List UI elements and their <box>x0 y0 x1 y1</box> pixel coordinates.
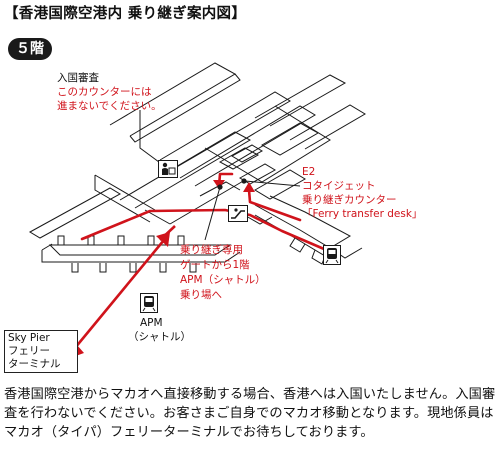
arrow-head-apm <box>156 232 170 247</box>
sky-pier-name: Sky Pier <box>8 332 50 344</box>
immigration-warning-line2: 進まないでください。 <box>57 100 162 112</box>
apm-directions-line1: 乗り継ぎ専用 <box>180 244 243 256</box>
immigration-officer-icon <box>158 160 178 178</box>
apm-directions-line4: 乗り場へ <box>180 289 222 301</box>
e2-counter-marker <box>241 178 247 184</box>
arrow-head-e2 <box>243 182 255 192</box>
terminal-map <box>28 62 366 358</box>
e2-label: E2 <box>302 166 316 178</box>
floor-badge: ５階 <box>8 38 52 60</box>
apm-directions-line3: APM（シャトル） <box>180 274 266 286</box>
route-from-apm <box>159 225 176 241</box>
apm-directions-line2: ゲートから1階 <box>180 259 250 271</box>
train-icon <box>323 245 341 265</box>
sky-pier-box: Sky Pier フェリー ターミナル <box>4 330 78 373</box>
sky-pier-terminal: ターミナル <box>8 358 61 370</box>
immigration-warning-line1: このカウンターには <box>57 86 152 98</box>
route-left-pier <box>80 208 326 251</box>
escalator-icon <box>228 205 248 222</box>
immigration-label: 入国審査 <box>57 72 99 84</box>
route-to-sky-pier <box>68 238 166 356</box>
arrow-head-turn <box>213 180 225 189</box>
apm-gate-marker <box>217 184 223 190</box>
e2-cotai-jet: コタイジェット <box>302 180 376 192</box>
sky-pier-ferry: フェリー <box>8 345 50 357</box>
e2-ferry-transfer-desk: 「Ferry transfer desk」 <box>302 208 423 220</box>
map-title: 【香港国際空港内 乗り継ぎ案内図】 <box>4 6 247 22</box>
transfer-description: 香港国際空港からマカオへ直接移動する場合、香港へは入国いたしません。入国審査を行… <box>4 387 496 440</box>
route-to-e2 <box>247 188 302 222</box>
e2-transfer-counter: 乗り継ぎカウンター <box>302 194 397 206</box>
train-icon <box>140 293 158 313</box>
apm-station-label: APM <box>140 317 163 329</box>
apm-station-shuttle: （シャトル） <box>128 331 191 343</box>
